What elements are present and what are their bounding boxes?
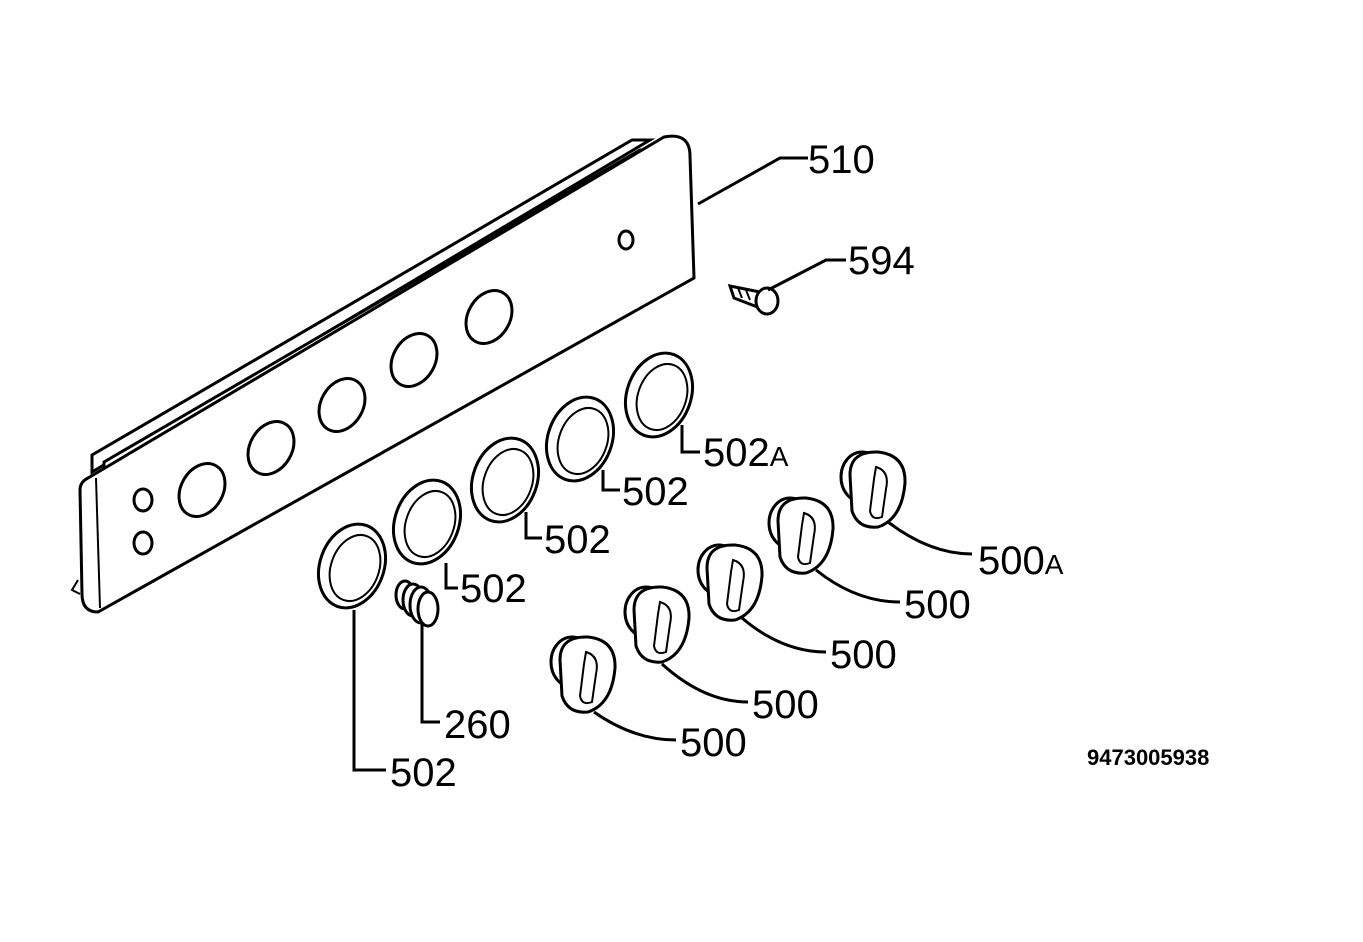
leader-lines — [352, 156, 973, 772]
label-502a-suffix: A — [770, 441, 789, 472]
control-knob-500-3 — [696, 543, 764, 622]
trim-ring-502-3 — [470, 436, 540, 524]
label-510: 510 — [808, 138, 875, 182]
label-500-1: 500 — [680, 721, 747, 765]
label-502a: 502A — [703, 431, 789, 475]
label-502-4: 502 — [622, 470, 689, 514]
control-knob-500-2 — [623, 585, 691, 664]
control-knob-500-4 — [767, 496, 835, 575]
label-502-2: 502 — [460, 567, 527, 611]
control-knob-500-1 — [549, 635, 617, 714]
label-500-2: 500 — [752, 683, 819, 727]
spring-260 — [394, 579, 440, 628]
trim-ring-502-1 — [317, 522, 387, 610]
label-502-3: 502 — [544, 518, 611, 562]
label-500a-number: 500 — [978, 539, 1045, 583]
trim-ring-502-2 — [392, 478, 462, 566]
trim-ring-502a — [624, 351, 694, 439]
label-594: 594 — [848, 239, 915, 283]
label-260: 260 — [444, 703, 511, 747]
trim-ring-502-4 — [545, 395, 615, 483]
label-500a: 500A — [978, 539, 1064, 583]
label-500-4: 500 — [904, 583, 971, 627]
label-500-3: 500 — [830, 633, 897, 677]
indicator-lamp-594 — [727, 284, 780, 316]
control-knob-500a — [839, 450, 907, 529]
label-502a-number: 502 — [703, 431, 770, 475]
label-502-1: 502 — [390, 751, 457, 795]
label-500a-suffix: A — [1045, 549, 1064, 580]
control-panel-510 — [70, 134, 696, 614]
drawing-code: 9473005938 — [1087, 745, 1209, 770]
